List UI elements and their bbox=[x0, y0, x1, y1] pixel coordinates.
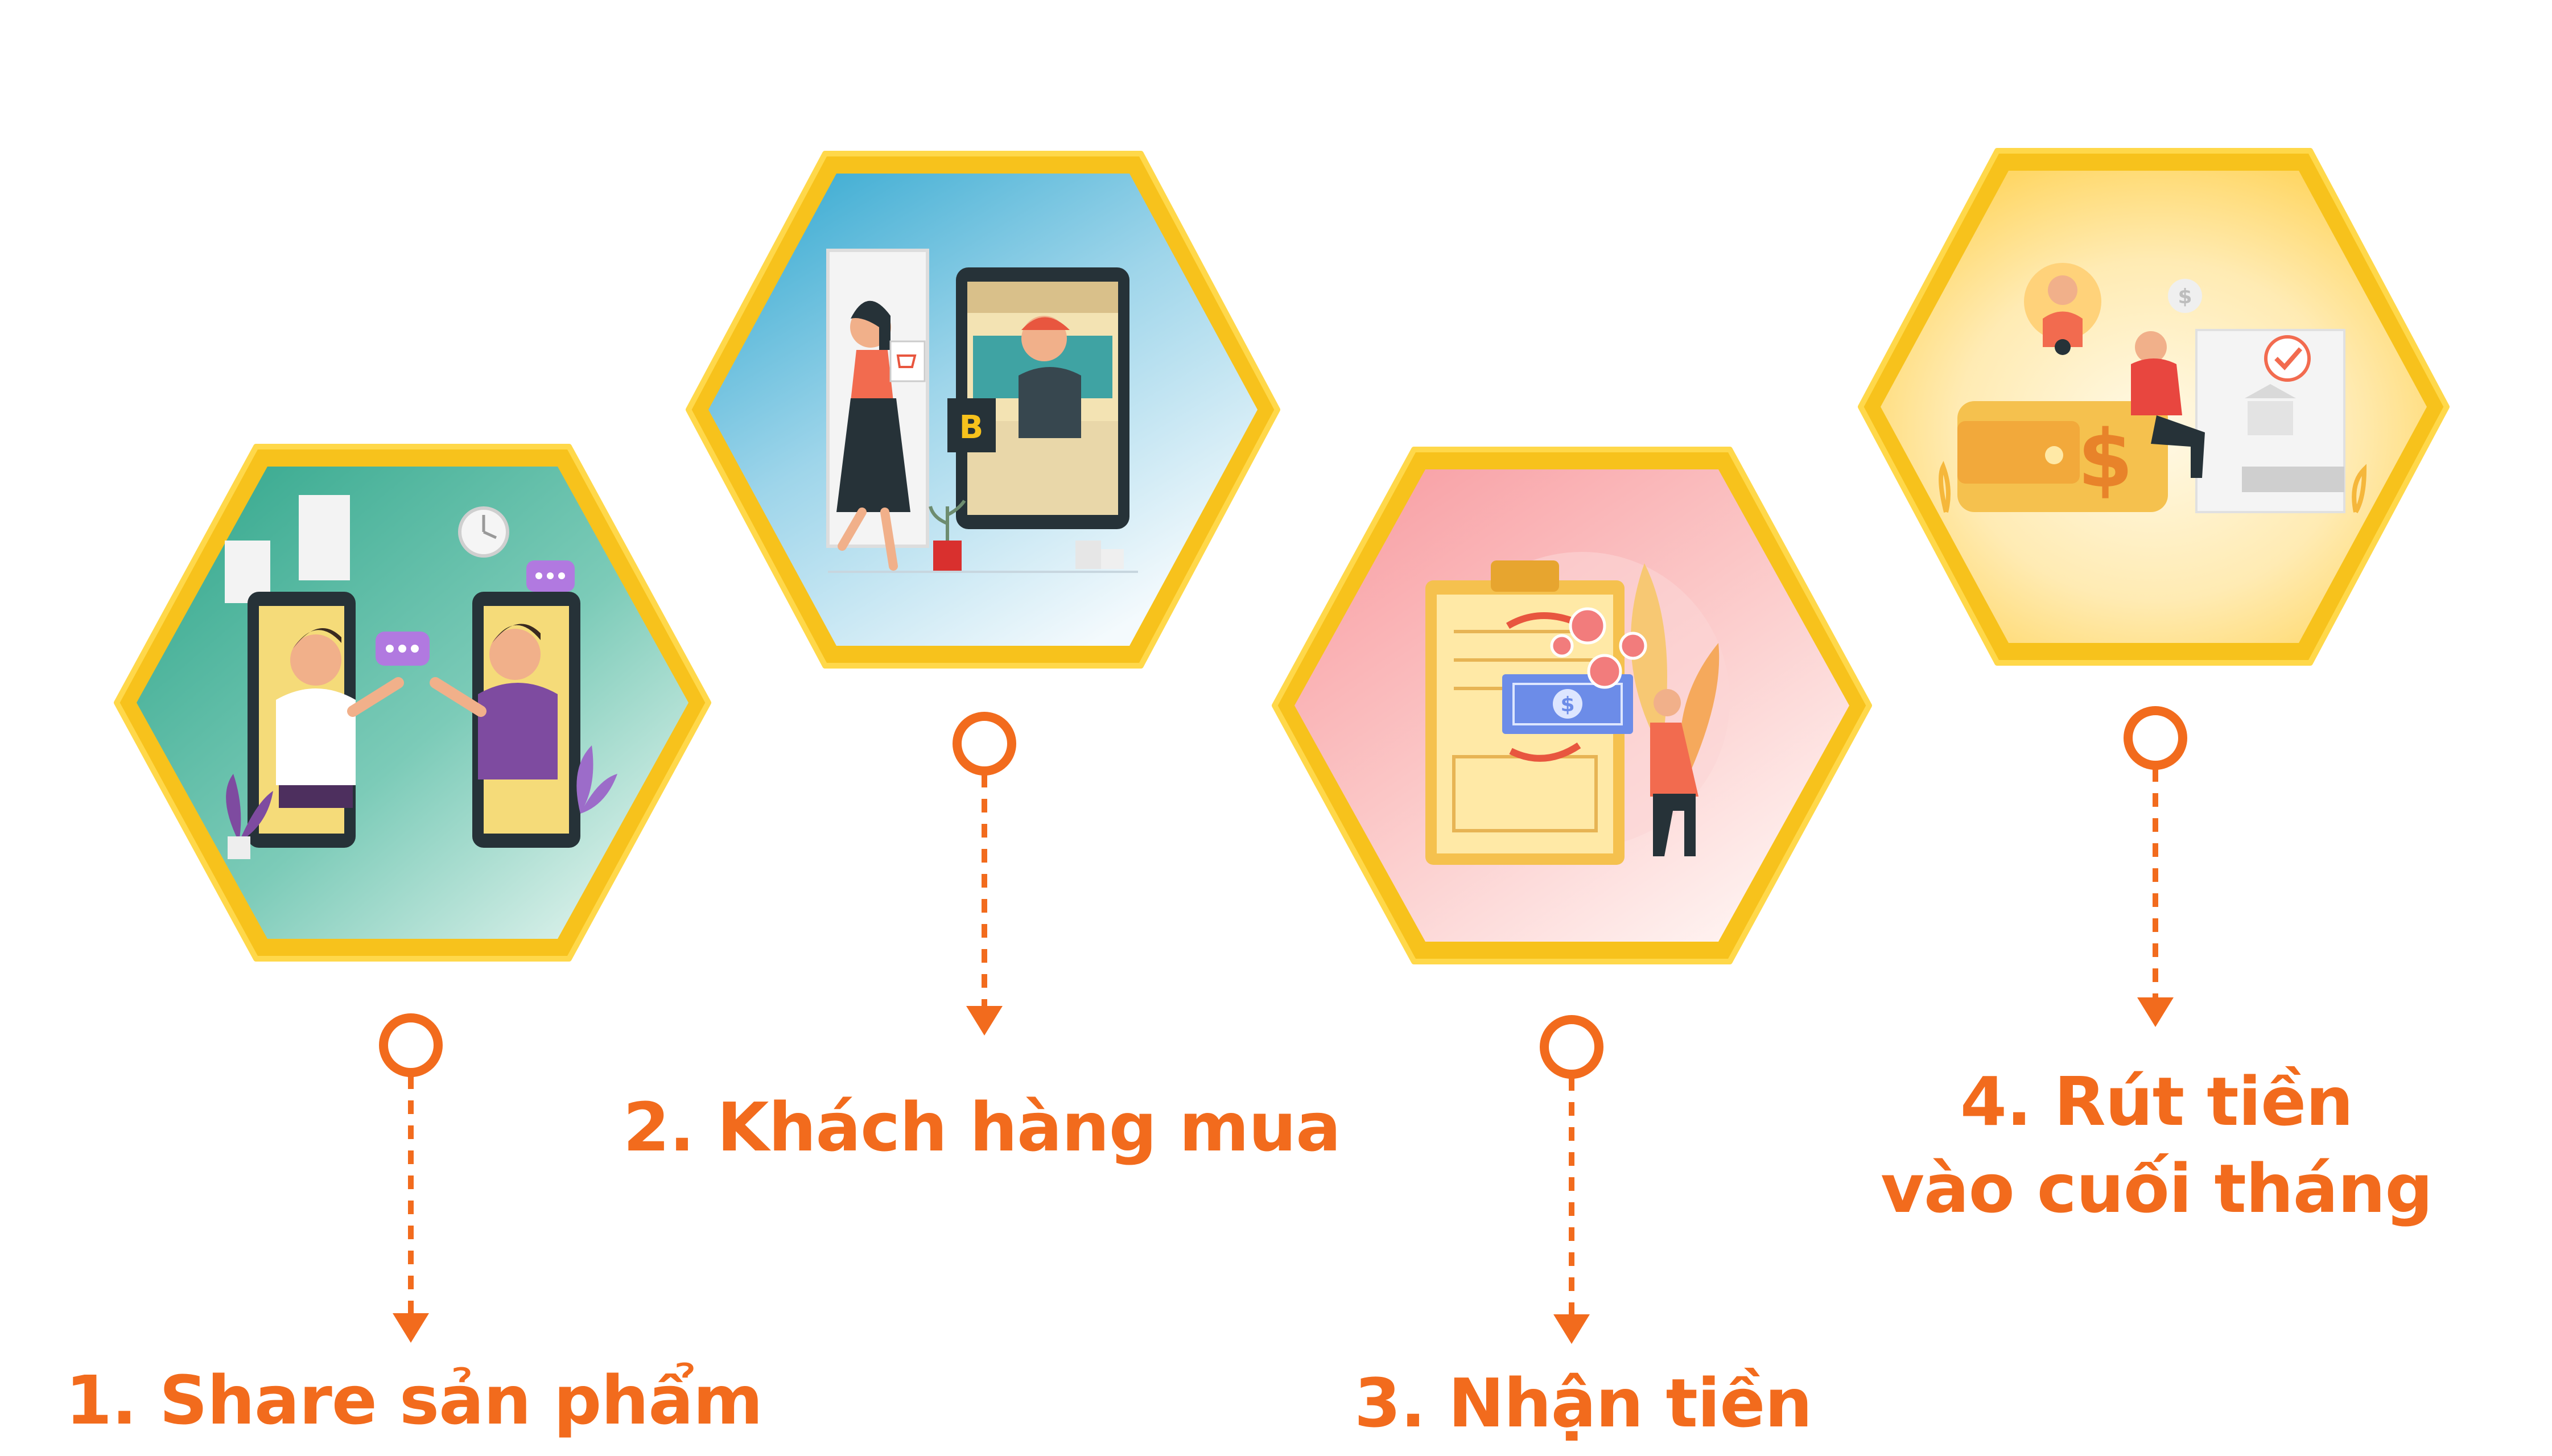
svg-text:$: $ bbox=[1560, 693, 1574, 716]
step-4-arrow bbox=[2137, 997, 2174, 1027]
step-3-illustration: $ bbox=[1425, 552, 1730, 865]
coin-icon: $ bbox=[2168, 279, 2202, 313]
step-4-label-line-1: 4. Rút tiền bbox=[1960, 1062, 2353, 1141]
step-4-card: $ $ bbox=[1858, 148, 2450, 666]
wallet-icon: $ bbox=[1957, 401, 2168, 512]
step-3-label: 3. Nhận tiền bbox=[1354, 1364, 1812, 1442]
step-1-card bbox=[114, 444, 711, 962]
plant-icon bbox=[576, 745, 617, 814]
step-2-illustration: B bbox=[826, 249, 1138, 573]
step-1-label: 1. Share sản phẩm bbox=[65, 1361, 763, 1439]
gift-box-icon bbox=[1075, 541, 1124, 569]
step-2-arrow bbox=[966, 1006, 1003, 1036]
step-1-illustration bbox=[225, 495, 617, 859]
chat-bubble-icon bbox=[376, 632, 430, 666]
step-4-label-line-2: vào cuối tháng bbox=[1881, 1149, 2433, 1228]
step-2-marker bbox=[953, 712, 1016, 776]
step-1-arrow bbox=[393, 1313, 429, 1343]
plant-icon bbox=[226, 774, 273, 842]
shopping-bag-icon: B bbox=[947, 398, 996, 452]
coin-icon bbox=[1550, 607, 1647, 689]
checkmark-icon bbox=[2264, 335, 2311, 382]
svg-text:$: $ bbox=[2178, 285, 2192, 308]
step-4-illustration: $ $ bbox=[1939, 263, 2367, 514]
step-2-label: 2. Khách hàng mua bbox=[623, 1088, 1341, 1166]
step-2-card: B bbox=[686, 151, 1280, 669]
step-4-connector bbox=[2124, 706, 2187, 1027]
svg-text:$: $ bbox=[2077, 413, 2133, 506]
banknote-icon: $ bbox=[1502, 674, 1633, 734]
svg-text:B: B bbox=[959, 409, 984, 446]
step-2-connector bbox=[953, 712, 1016, 1036]
step-4-label: 4. Rút tiền vào cuối tháng bbox=[1872, 1058, 2441, 1233]
bank-icon bbox=[2195, 329, 2345, 513]
step-3-card: $ bbox=[1272, 447, 1872, 964]
step-1-marker bbox=[379, 1013, 443, 1077]
step-3-marker bbox=[1540, 1015, 1603, 1079]
chat-bubble-icon bbox=[526, 560, 575, 592]
cart-icon bbox=[889, 340, 926, 382]
step-3-arrow bbox=[1553, 1314, 1590, 1344]
step-4-marker bbox=[2124, 706, 2187, 770]
step-3-connector bbox=[1540, 1015, 1603, 1344]
step-1-connector bbox=[379, 1013, 443, 1343]
